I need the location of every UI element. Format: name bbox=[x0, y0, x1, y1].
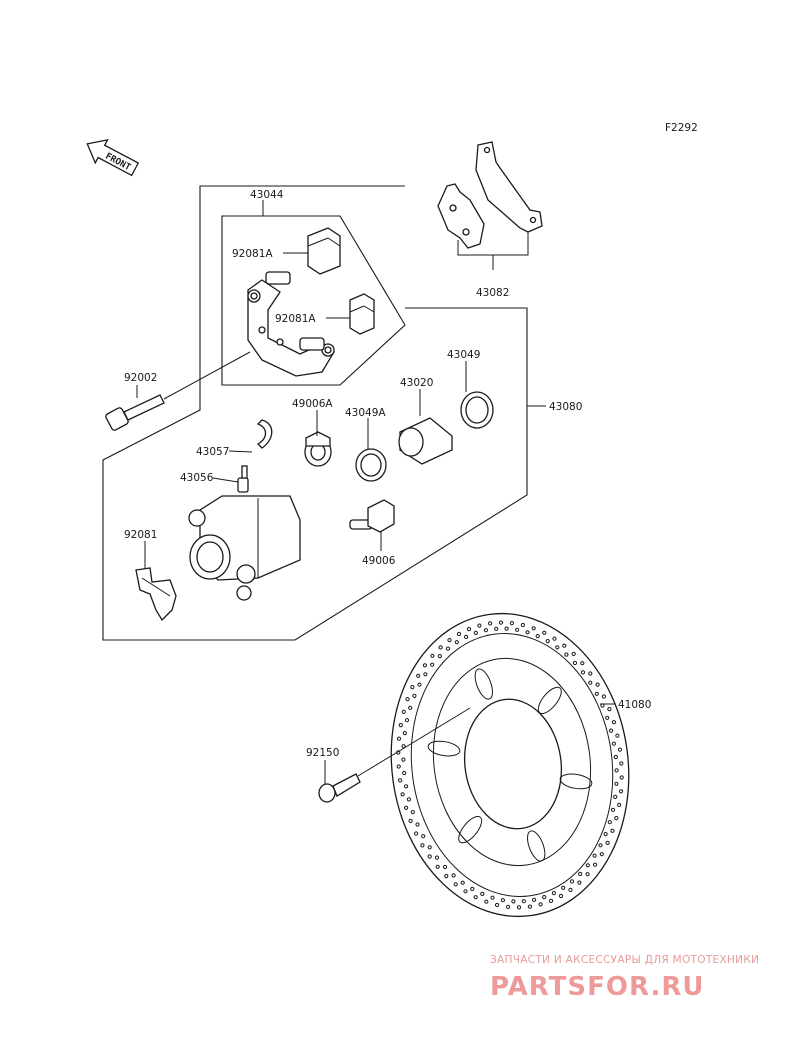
label-49006a: 49006A bbox=[292, 398, 333, 410]
boot-pin bbox=[349, 499, 395, 533]
caliper-body bbox=[188, 495, 301, 601]
seal-a bbox=[355, 448, 387, 482]
label-92081: 92081 bbox=[124, 529, 157, 541]
brake-disc bbox=[390, 612, 630, 918]
mount-bolt bbox=[105, 351, 251, 431]
piston bbox=[398, 417, 453, 465]
label-92002: 92002 bbox=[124, 372, 157, 384]
bracket-outline bbox=[221, 215, 406, 386]
label-49006: 49006 bbox=[362, 555, 396, 567]
brake-pads bbox=[437, 141, 543, 249]
bleeder-cap bbox=[256, 419, 273, 449]
pad-spring bbox=[135, 567, 177, 622]
bleeder-valve bbox=[237, 465, 249, 493]
boot-a bbox=[304, 431, 332, 467]
front-arrow-icon: FRONT bbox=[86, 138, 140, 177]
label-92081a-lower: 92081A bbox=[275, 313, 316, 325]
label-41080: 41080 bbox=[618, 699, 651, 711]
caliper-bracket bbox=[247, 271, 335, 377]
seal bbox=[460, 391, 494, 429]
label-43049a: 43049A bbox=[345, 407, 386, 419]
pin-boot-lower bbox=[349, 293, 375, 335]
label-43056: 43056 bbox=[180, 472, 214, 484]
watermark-tagline: ЗАПЧАСТИ И АКСЕССУАРЫ ДЛЯ МОТОТЕХНИКИ bbox=[490, 954, 759, 966]
label-43020: 43020 bbox=[400, 377, 433, 389]
pin-boot-upper bbox=[307, 227, 341, 275]
diagram-code: F2292 bbox=[665, 122, 698, 134]
disc-bolt bbox=[318, 773, 361, 803]
label-92081a-upper: 92081A bbox=[232, 248, 273, 260]
watermark-brand: PARTSFOR.RU bbox=[490, 972, 704, 1002]
label-43080: 43080 bbox=[549, 401, 582, 413]
label-43049: 43049 bbox=[447, 349, 480, 361]
label-43082: 43082 bbox=[476, 287, 509, 299]
label-43044: 43044 bbox=[250, 189, 284, 201]
caliper-assembly-outline bbox=[102, 185, 528, 641]
label-92150: 92150 bbox=[306, 747, 339, 759]
label-43057: 43057 bbox=[196, 446, 229, 458]
